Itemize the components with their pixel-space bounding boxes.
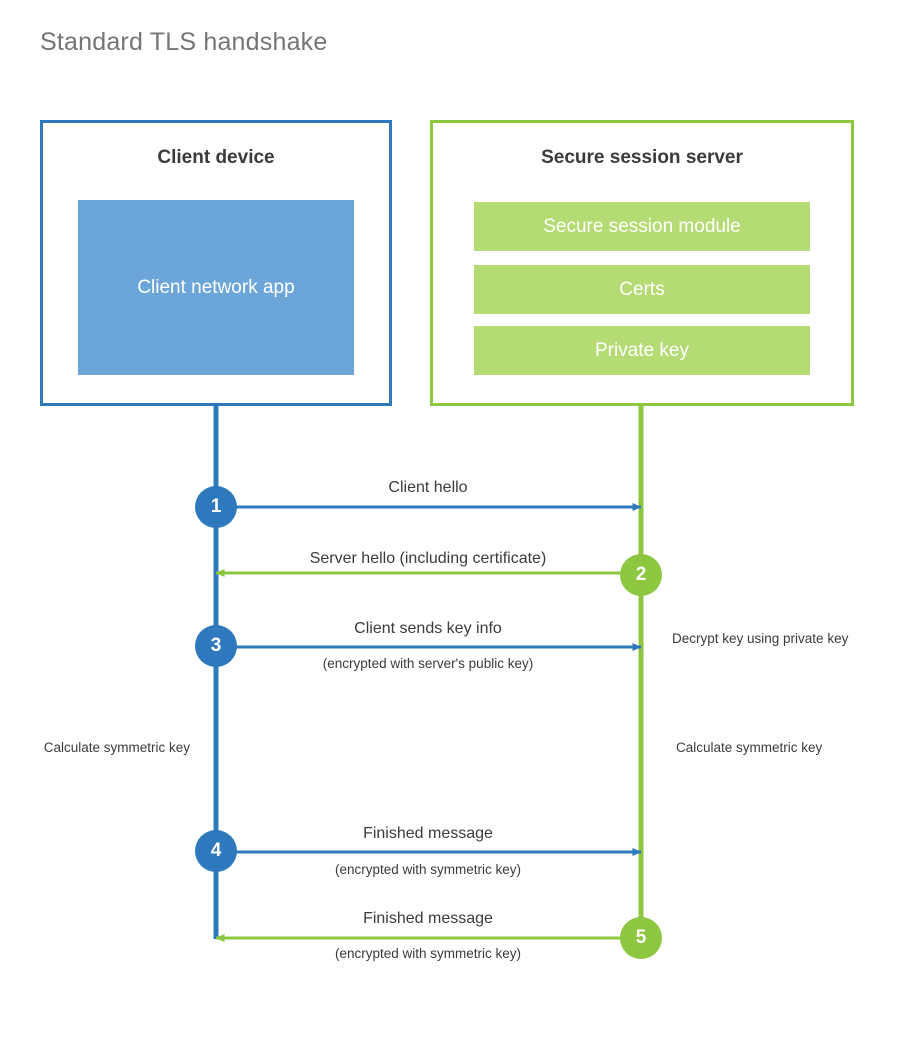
step-marker-3: 3 — [195, 625, 237, 667]
step-marker-2: 2 — [620, 554, 662, 596]
server-module-secure-session-module: Secure session module — [474, 202, 810, 251]
page-title: Standard TLS handshake — [40, 28, 328, 56]
message-label-step-2: Server hello (including certificate) — [309, 550, 547, 567]
message-sublabel-step-3: (encrypted with server's public key) — [322, 656, 534, 671]
message-sublabel-step-5: (encrypted with symmetric key) — [334, 946, 522, 961]
step-marker-1: 1 — [195, 486, 237, 528]
step-marker-5: 5 — [620, 917, 662, 959]
client-network-app-block: Client network app — [78, 200, 354, 375]
annotation-decrypt-key: Decrypt key using private key — [672, 631, 849, 646]
server-module-private-key: Private key — [474, 326, 810, 375]
server-module-certs: Certs — [474, 265, 810, 314]
secure-session-server-title: Secure session server — [541, 147, 743, 168]
message-sublabel-step-4: (encrypted with symmetric key) — [334, 862, 522, 877]
annotation-client-calculate-symmetric-key: Calculate symmetric key — [43, 740, 190, 755]
message-label-step-5: Finished message — [363, 910, 493, 927]
secure-session-server-box: Secure session server Secure session mod… — [430, 120, 854, 406]
client-device-box: Client device Client network app — [40, 120, 392, 406]
annotation-server-calculate-symmetric-key: Calculate symmetric key — [676, 740, 823, 755]
client-device-title: Client device — [157, 147, 275, 168]
message-label-step-1: Client hello — [388, 479, 468, 496]
message-label-step-4: Finished message — [363, 825, 493, 842]
message-label-step-3: Client sends key info — [354, 620, 502, 637]
step-marker-4: 4 — [195, 830, 237, 872]
